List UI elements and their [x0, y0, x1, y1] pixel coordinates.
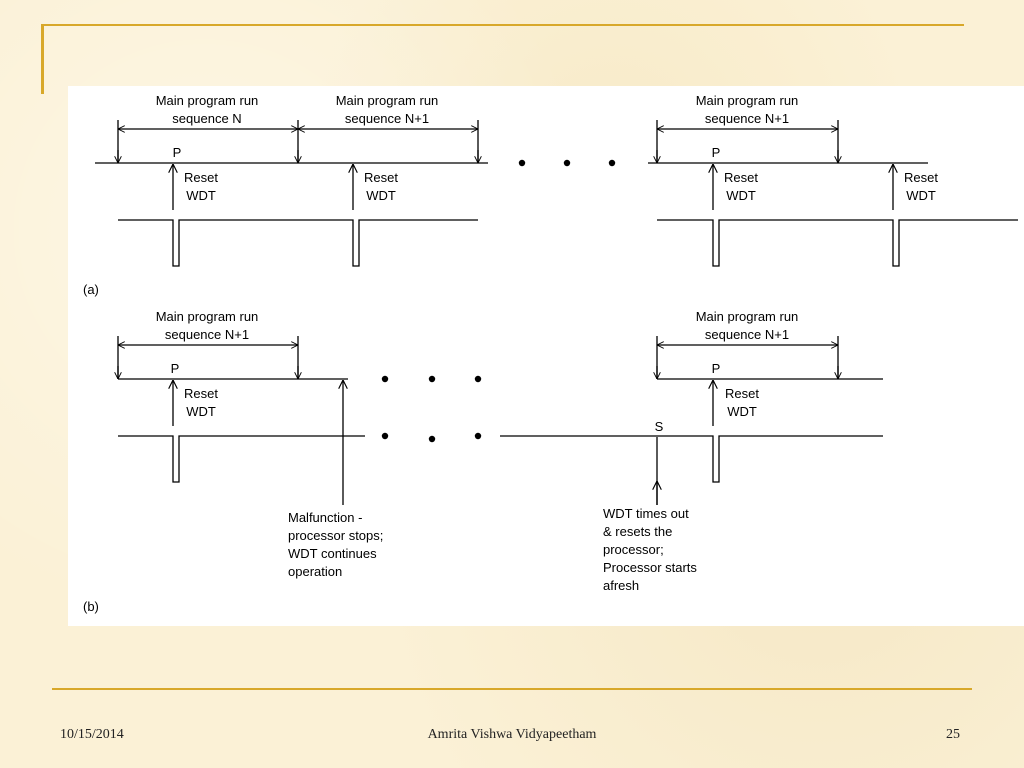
b-reset-label-line2: WDT: [727, 404, 757, 419]
timeout-note-line: Processor starts: [603, 560, 697, 575]
b-reset-label-line2: WDT: [186, 404, 216, 419]
b-s-marker: S: [655, 419, 664, 434]
a-reset-label-line1: Reset: [184, 170, 218, 185]
a-reset-label-line2: WDT: [906, 188, 936, 203]
footer-date: 10/15/2014: [60, 727, 124, 742]
b-reset-label-line1: Reset: [725, 386, 759, 401]
b-run-label-line1: Main program run: [156, 309, 259, 324]
b-continuation-dot: [428, 375, 436, 383]
bottom-rule: [52, 688, 972, 690]
a-run-label-line1: Main program run: [156, 93, 259, 108]
a-run-label-line2: sequence N+1: [345, 111, 429, 126]
b-p-marker: P: [171, 361, 180, 376]
a-continuation-dot: [608, 159, 616, 167]
b-reset-label-line1: Reset: [184, 386, 218, 401]
timeout-note-line: WDT times out: [603, 506, 689, 521]
timeout-note-line: & resets the: [603, 524, 672, 539]
b-continuation-dot: [381, 375, 389, 383]
a-reset-label-line1: Reset: [364, 170, 398, 185]
b-run-label-line2: sequence N+1: [705, 327, 789, 342]
malfunction-note-line: Malfunction -: [288, 510, 362, 525]
a-pulse-waveform-left: [118, 219, 478, 267]
a-run-label-line1: Main program run: [696, 93, 799, 108]
b-continuation-dot: [428, 435, 436, 443]
a-continuation-dot: [518, 159, 526, 167]
a-p-marker: P: [712, 145, 721, 160]
a-continuation-dot: [563, 159, 571, 167]
timeout-note-line: afresh: [603, 578, 639, 593]
b-pulse-waveform-left: [118, 435, 365, 483]
a-reset-label-line2: WDT: [366, 188, 396, 203]
a-p-marker: P: [173, 145, 182, 160]
left-rule: [41, 24, 44, 94]
a-reset-label-line1: Reset: [724, 170, 758, 185]
malfunction-note-line: processor stops;: [288, 528, 383, 543]
a-reset-label-line1: Reset: [904, 170, 938, 185]
b-p-marker: P: [712, 361, 721, 376]
b-continuation-dot: [381, 432, 389, 440]
b-continuation-dot: [474, 375, 482, 383]
diagram-panel: [68, 86, 1024, 626]
timeout-note-line: processor;: [603, 542, 664, 557]
footer-page-number: 25: [946, 727, 960, 742]
a-reset-label-line2: WDT: [186, 188, 216, 203]
footer-organization: Amrita Vishwa Vidyapeetham: [427, 727, 597, 742]
a-reset-label-line2: WDT: [726, 188, 756, 203]
b-run-label-line1: Main program run: [696, 309, 799, 324]
b-pulse-waveform-right: [500, 435, 883, 483]
panel-b-label: (b): [83, 599, 99, 614]
a-run-label-line1: Main program run: [336, 93, 439, 108]
malfunction-note-line: operation: [288, 564, 342, 579]
malfunction-note-line: WDT continues: [288, 546, 377, 561]
a-run-label-line2: sequence N: [172, 111, 241, 126]
a-pulse-waveform-right: [657, 219, 1018, 267]
top-rule: [41, 24, 964, 26]
panel-a-label: (a): [83, 282, 99, 297]
b-continuation-dot: [474, 432, 482, 440]
b-run-label-line2: sequence N+1: [165, 327, 249, 342]
a-run-label-line2: sequence N+1: [705, 111, 789, 126]
